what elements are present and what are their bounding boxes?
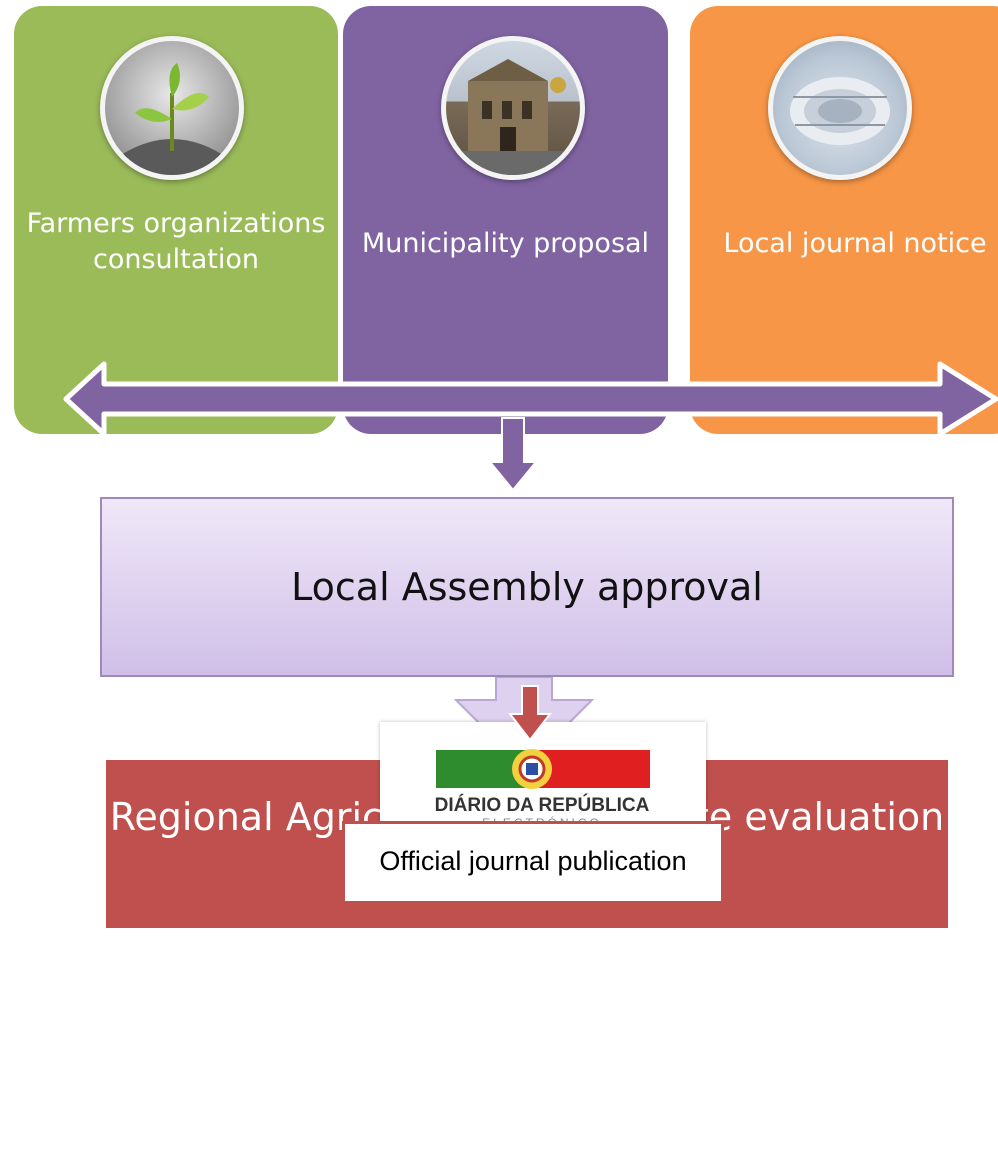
municipality-proposal-label: Municipality proposal	[361, 228, 650, 259]
logo-title: DIÁRIO DA REPÚBLICA	[432, 794, 652, 818]
town-hall-photo	[441, 36, 585, 180]
official-journal-publication-label: Official journal publication	[379, 846, 687, 876]
seedling-icon	[115, 63, 229, 175]
official-journal-publication-box: Official journal publication	[342, 821, 724, 901]
local-assembly-approval-box: Local Assembly approval	[100, 497, 954, 677]
down-arrow-to-assembly	[487, 417, 539, 492]
double-headed-arrow	[63, 361, 998, 437]
newspaper-icon	[790, 77, 890, 145]
farmers-consultation-label: Farmers organizations consultation	[26, 208, 326, 275]
down-arrow-to-publication	[507, 685, 553, 742]
plant-seedling-photo	[100, 36, 244, 180]
local-journal-label: Local journal notice	[723, 228, 987, 259]
municipality-proposal-card: Municipality proposal	[343, 6, 668, 434]
newspaper-roll-photo	[768, 36, 912, 180]
local-assembly-approval-label: Local Assembly approval	[291, 565, 763, 609]
farmers-consultation-card: Farmers organizations consultation	[14, 6, 338, 434]
local-journal-card: Local journal notice	[690, 6, 998, 434]
portuguese-flag-icon	[436, 749, 650, 789]
